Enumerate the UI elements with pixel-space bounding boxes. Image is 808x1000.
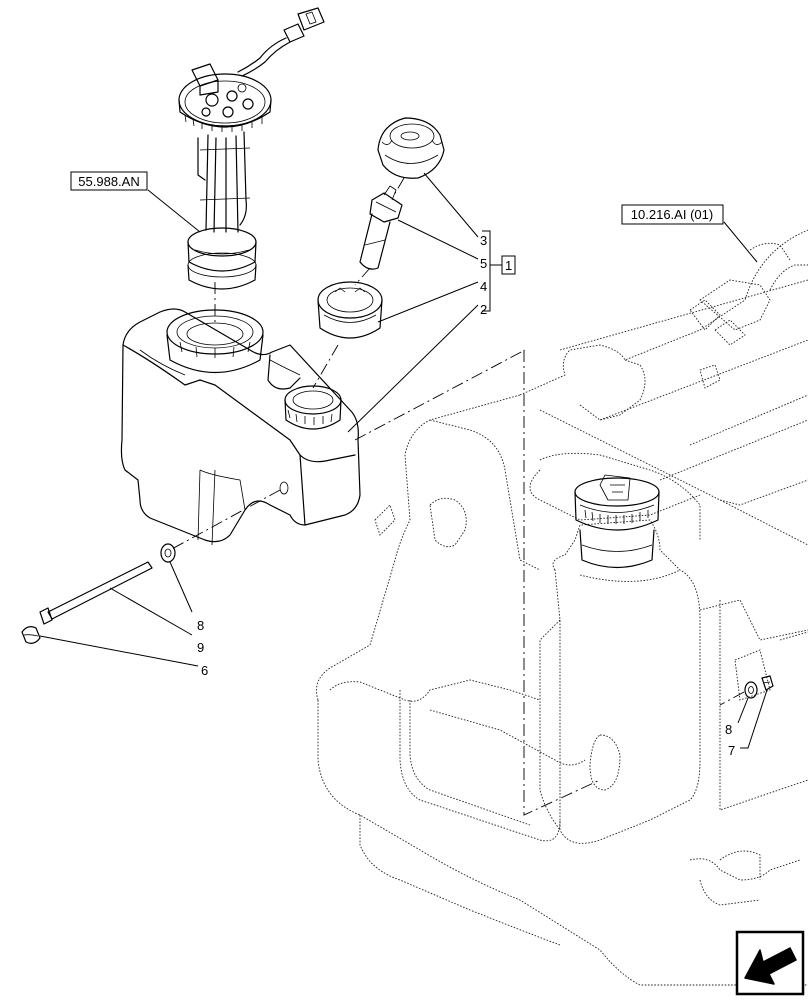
ref-box-tank[interactable]: 10.216.AI (01) <box>621 204 724 225</box>
callout-1: 1 <box>505 258 512 273</box>
ref-box-pump[interactable]: 55.988.AN <box>70 171 148 191</box>
callout-1-box <box>501 255 516 275</box>
main-tank-filler-cap <box>574 474 660 569</box>
ref-label-tank: 10.216.AI (01) <box>631 207 713 222</box>
leader-lines <box>39 172 768 749</box>
callout-3: 3 <box>480 233 487 248</box>
callout-8-left: 8 <box>197 618 204 633</box>
callout-6: 6 <box>201 663 208 678</box>
main-fuel-tank <box>316 229 808 986</box>
assembly-center-lines <box>169 177 745 816</box>
callout-8-right: 8 <box>725 722 732 737</box>
bolt-washer-right <box>744 675 774 699</box>
callout-2: 2 <box>480 302 487 317</box>
ref-label-pump: 55.988.AN <box>78 174 139 189</box>
rod-washer-cap <box>21 543 176 644</box>
callout-9: 9 <box>197 640 204 655</box>
pump-sender-unit <box>178 7 325 290</box>
nav-arrow-icon[interactable] <box>735 930 805 996</box>
callout-5: 5 <box>480 256 487 271</box>
auxiliary-tank <box>120 308 361 546</box>
filler-cap-assembly <box>317 117 445 339</box>
callout-labels: 3 5 4 2 1 8 9 6 8 7 <box>197 233 735 758</box>
callout-4: 4 <box>480 279 487 294</box>
callout-7: 7 <box>728 743 735 758</box>
